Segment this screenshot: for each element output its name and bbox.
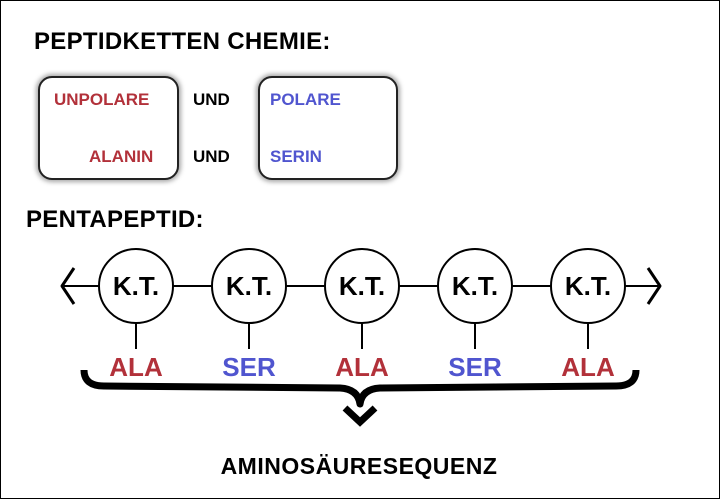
alanin-label: ALANIN — [89, 147, 154, 166]
unit-core-label: K.T. — [339, 271, 385, 301]
amino-acid-label: ALA — [561, 352, 615, 382]
pentapeptide-heading: PENTAPEPTID: — [26, 206, 204, 233]
chain-unit: K.T. SER — [437, 248, 513, 382]
und-connector-bottom: UND — [193, 147, 230, 166]
page-title: PEPTIDKETTEN CHEMIE: — [34, 28, 331, 55]
amino-acid-label: SER — [448, 352, 502, 382]
chain-unit: K.T. ALA — [324, 248, 400, 382]
amino-acid-label: ALA — [109, 352, 163, 382]
curly-brace — [80, 369, 640, 408]
unit-core-label: K.T. — [565, 271, 611, 301]
amino-acid-label: ALA — [335, 352, 389, 382]
unpolar-card — [38, 76, 179, 180]
left-arrowhead — [60, 267, 76, 305]
polare-label: POLARE — [270, 90, 341, 109]
right-arrowhead — [646, 267, 662, 305]
unpolar-label: UNPOLARE — [54, 90, 150, 109]
und-connector-top: UND — [193, 90, 230, 109]
chain-unit: K.T. SER — [211, 248, 287, 382]
sequence-label: AMINOSÄURESEQUENZ — [220, 453, 498, 479]
chain-unit: K.T. ALA — [550, 248, 626, 382]
amino-acid-label: SER — [222, 352, 276, 382]
unit-core-label: K.T. — [226, 271, 272, 301]
chain-unit: K.T. ALA — [98, 248, 174, 382]
chevron-down-icon — [342, 405, 378, 427]
unit-core-label: K.T. — [113, 271, 159, 301]
serin-label: SERIN — [270, 147, 322, 166]
polar-card — [258, 76, 398, 180]
unit-core-label: K.T. — [452, 271, 498, 301]
